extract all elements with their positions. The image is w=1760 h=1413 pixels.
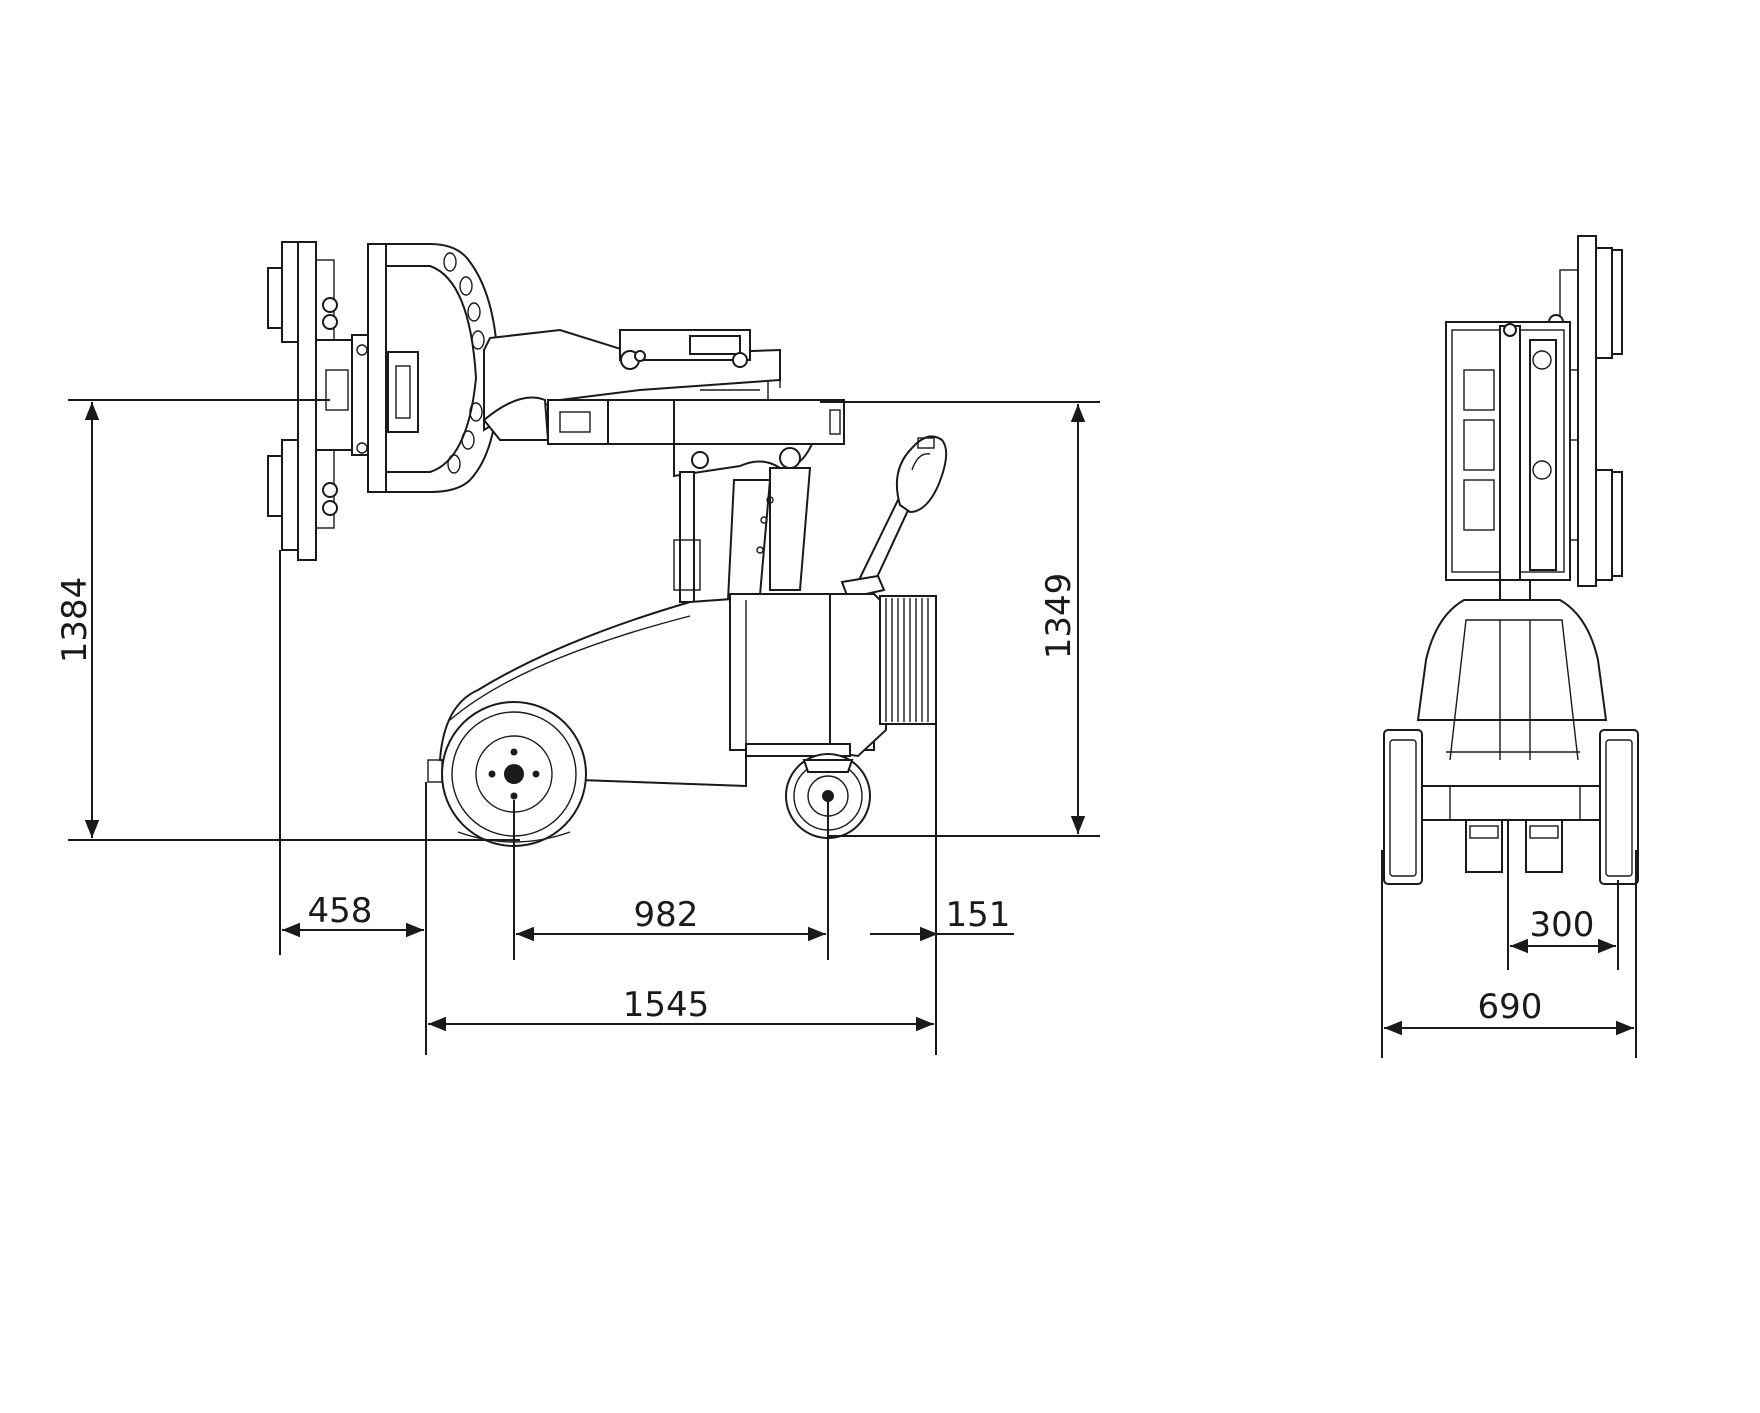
boom-arm xyxy=(482,328,781,445)
dimension-labels: 1384 1349 458 982 151 1545 300 690 xyxy=(55,573,1594,1027)
dim-label-690: 690 xyxy=(1478,987,1543,1027)
front-frame xyxy=(1445,321,1571,617)
dim-label-1349: 1349 xyxy=(1039,573,1079,660)
mast-head xyxy=(607,380,845,478)
side-view xyxy=(267,241,948,847)
front-wheels xyxy=(1383,729,1639,885)
rotation-frame xyxy=(367,243,500,493)
cooling-grille xyxy=(885,598,929,722)
front-body xyxy=(1385,599,1637,821)
dim-label-458: 458 xyxy=(308,891,373,931)
front-view xyxy=(1383,235,1639,885)
tiller-handle xyxy=(840,435,948,600)
mast-column xyxy=(673,467,812,603)
dimension-lines xyxy=(68,399,1637,1058)
dim-label-1384: 1384 xyxy=(55,577,95,664)
dim-label-151: 151 xyxy=(946,895,1011,935)
dim-label-300: 300 xyxy=(1530,905,1595,945)
front-vacuum-pads xyxy=(1548,235,1623,587)
dim-label-982: 982 xyxy=(634,895,699,935)
dim-label-1545: 1545 xyxy=(623,985,710,1025)
